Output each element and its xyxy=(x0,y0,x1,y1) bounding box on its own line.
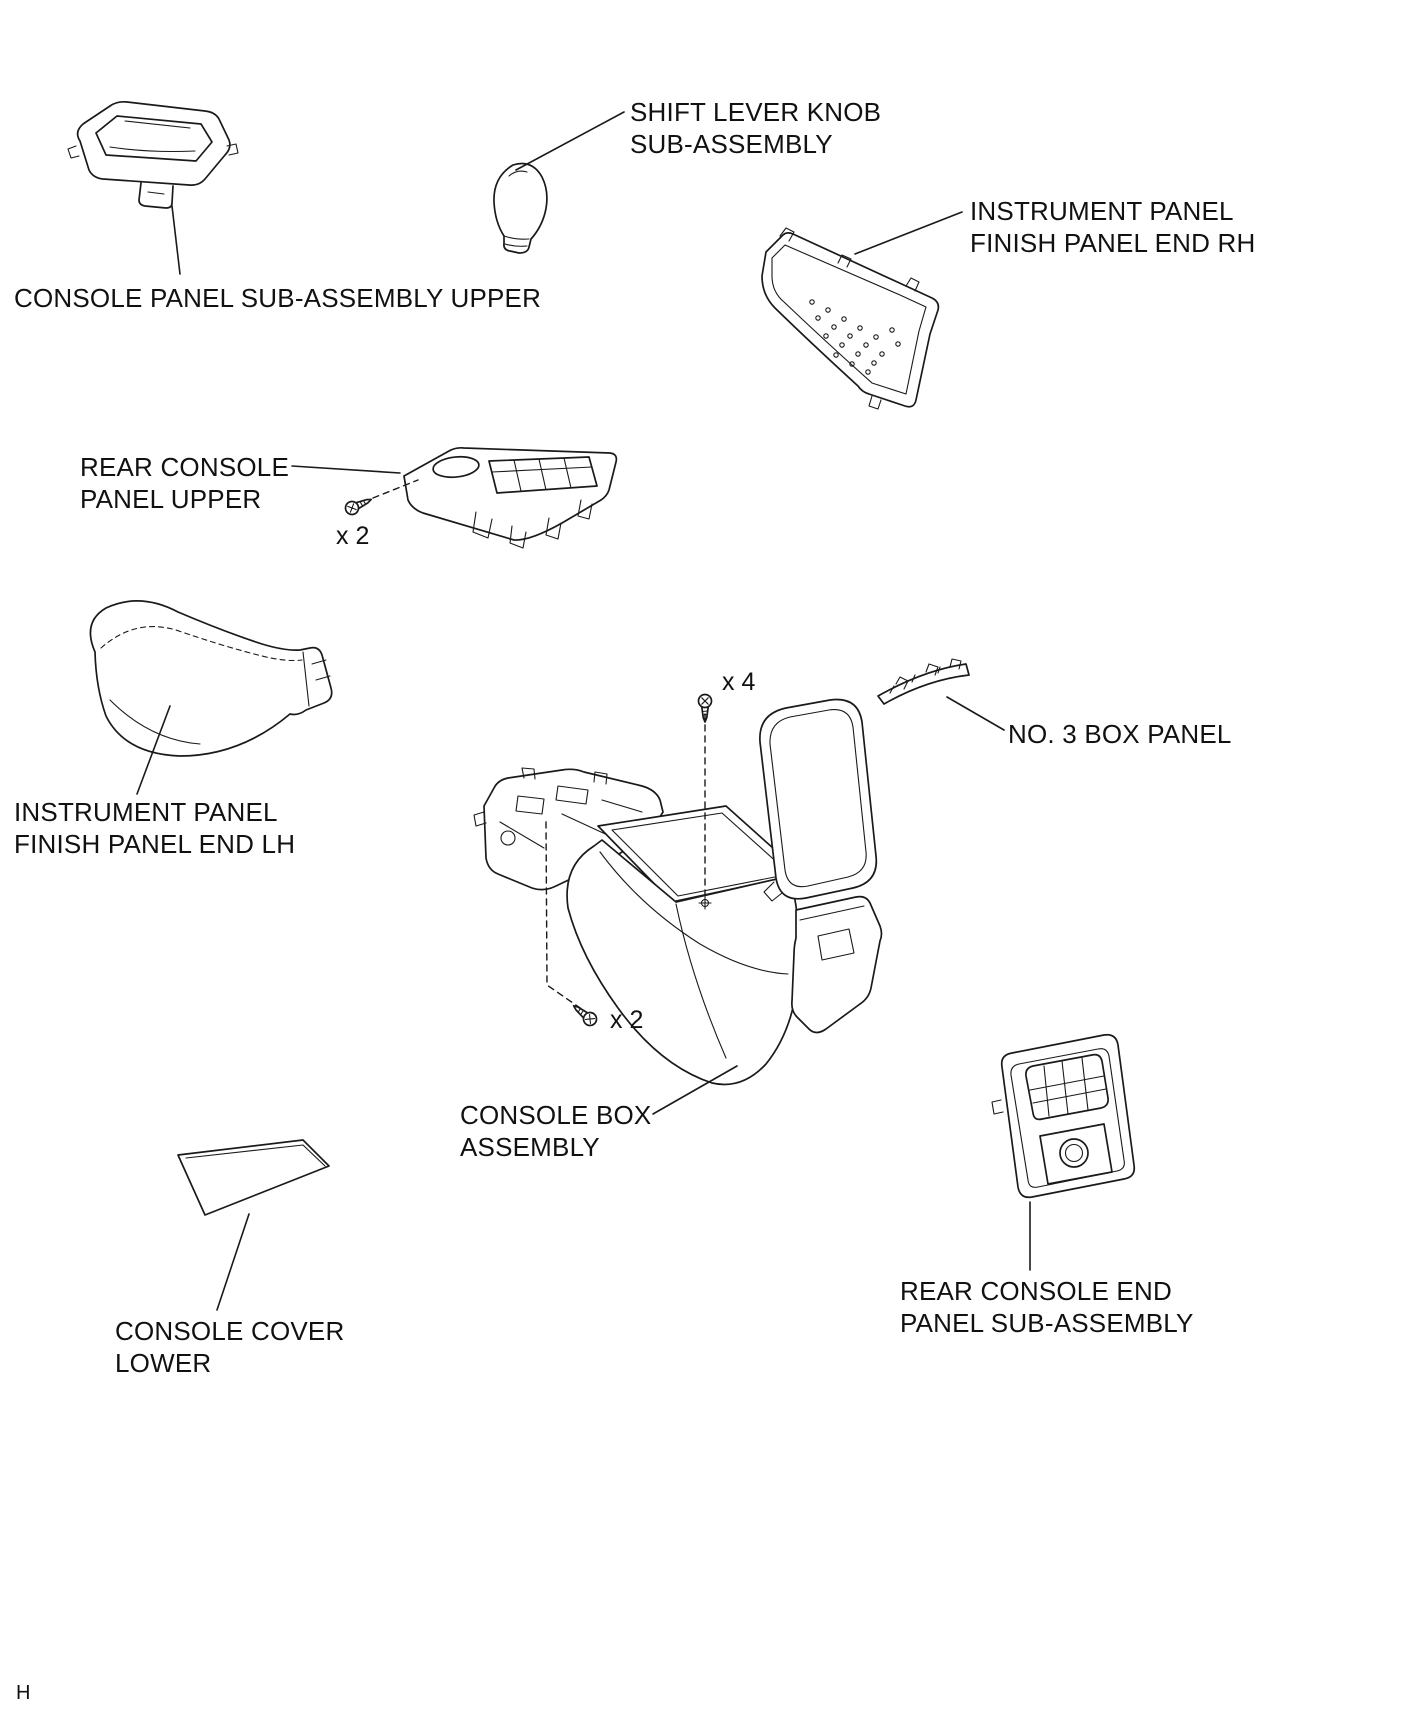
callout-line: SUB-ASSEMBLY xyxy=(630,128,833,159)
console-cover-lower-drawing xyxy=(177,1139,330,1216)
fastener-count-screw-pair-upper: x 2 xyxy=(336,522,370,550)
leader-console-box-assembly xyxy=(652,1065,738,1115)
callout-rear-console-panel-upper: REAR CONSOLE PANEL UPPER xyxy=(80,452,289,515)
callout-line: REAR CONSOLE END xyxy=(900,1276,1172,1306)
callout-line: CONSOLE PANEL SUB-ASSEMBLY UPPER xyxy=(14,283,542,313)
callout-line: CONSOLE BOX xyxy=(460,1100,652,1130)
dashed-guide-screw-upper xyxy=(372,479,419,499)
fastener-count-bolt-quad: x 4 xyxy=(722,668,756,696)
page-corner-mark: H xyxy=(16,1682,31,1704)
callout-line: NO. 3 BOX PANEL xyxy=(1008,719,1232,749)
dashed-guide-screw-lower xyxy=(545,821,584,1011)
instrument-panel-finish-end-rh-drawing xyxy=(761,227,940,410)
rear-console-panel-upper-drawing xyxy=(403,446,618,549)
callout-line: REAR CONSOLE xyxy=(80,452,290,482)
callout-line: LOWER xyxy=(115,1347,212,1378)
screw-icon xyxy=(342,492,375,518)
leader-instrument-panel-rh xyxy=(854,211,963,255)
callout-instrument-panel-rh: INSTRUMENT PANEL FINISH PANEL END RH xyxy=(970,196,1256,259)
shift-lever-knob-drawing xyxy=(493,162,548,254)
callout-line: CONSOLE COVER xyxy=(115,1316,345,1346)
leader-no3-box-panel xyxy=(946,696,1005,731)
callout-console-box-assembly: CONSOLE BOX ASSEMBLY xyxy=(460,1100,651,1163)
callout-shift-lever-knob: SHIFT LEVER KNOB SUB-ASSEMBLY xyxy=(630,97,881,160)
callout-line: PANEL SUB-ASSEMBLY xyxy=(900,1307,1194,1338)
callout-rear-console-end-panel: REAR CONSOLE END PANEL SUB-ASSEMBLY xyxy=(900,1276,1194,1339)
leader-console-cover-lower xyxy=(216,1213,250,1311)
leader-console-panel-upper xyxy=(171,205,181,275)
leader-rear-console-panel-upper xyxy=(291,465,401,474)
leader-instrument-panel-lh xyxy=(136,705,171,795)
leader-shift-lever-knob xyxy=(515,111,625,171)
callout-console-panel-upper: CONSOLE PANEL SUB-ASSEMBLY UPPER xyxy=(14,283,541,315)
console-panel-upper-drawing xyxy=(67,100,239,209)
rear-console-end-panel-drawing xyxy=(991,1033,1136,1199)
console-box-assembly-drawing xyxy=(473,698,883,1086)
callout-line: INSTRUMENT PANEL xyxy=(970,196,1234,226)
fastener-count-screw-pair-lower: x 2 xyxy=(610,1006,644,1034)
callout-line: ASSEMBLY xyxy=(460,1131,600,1162)
instrument-panel-finish-end-lh-drawing xyxy=(89,600,333,757)
screw-icon xyxy=(568,999,600,1029)
callout-line: PANEL UPPER xyxy=(80,483,262,514)
callout-line: FINISH PANEL END RH xyxy=(970,227,1256,258)
callout-line: INSTRUMENT PANEL xyxy=(14,797,278,827)
callout-console-cover-lower: CONSOLE COVER LOWER xyxy=(115,1316,344,1379)
callout-instrument-panel-lh: INSTRUMENT PANEL FINISH PANEL END LH xyxy=(14,797,295,860)
callout-no3-box-panel: NO. 3 BOX PANEL xyxy=(1008,719,1232,751)
no3-box-panel-drawing xyxy=(877,658,970,705)
callout-line: SHIFT LEVER KNOB xyxy=(630,97,882,127)
callout-line: FINISH PANEL END LH xyxy=(14,828,296,859)
